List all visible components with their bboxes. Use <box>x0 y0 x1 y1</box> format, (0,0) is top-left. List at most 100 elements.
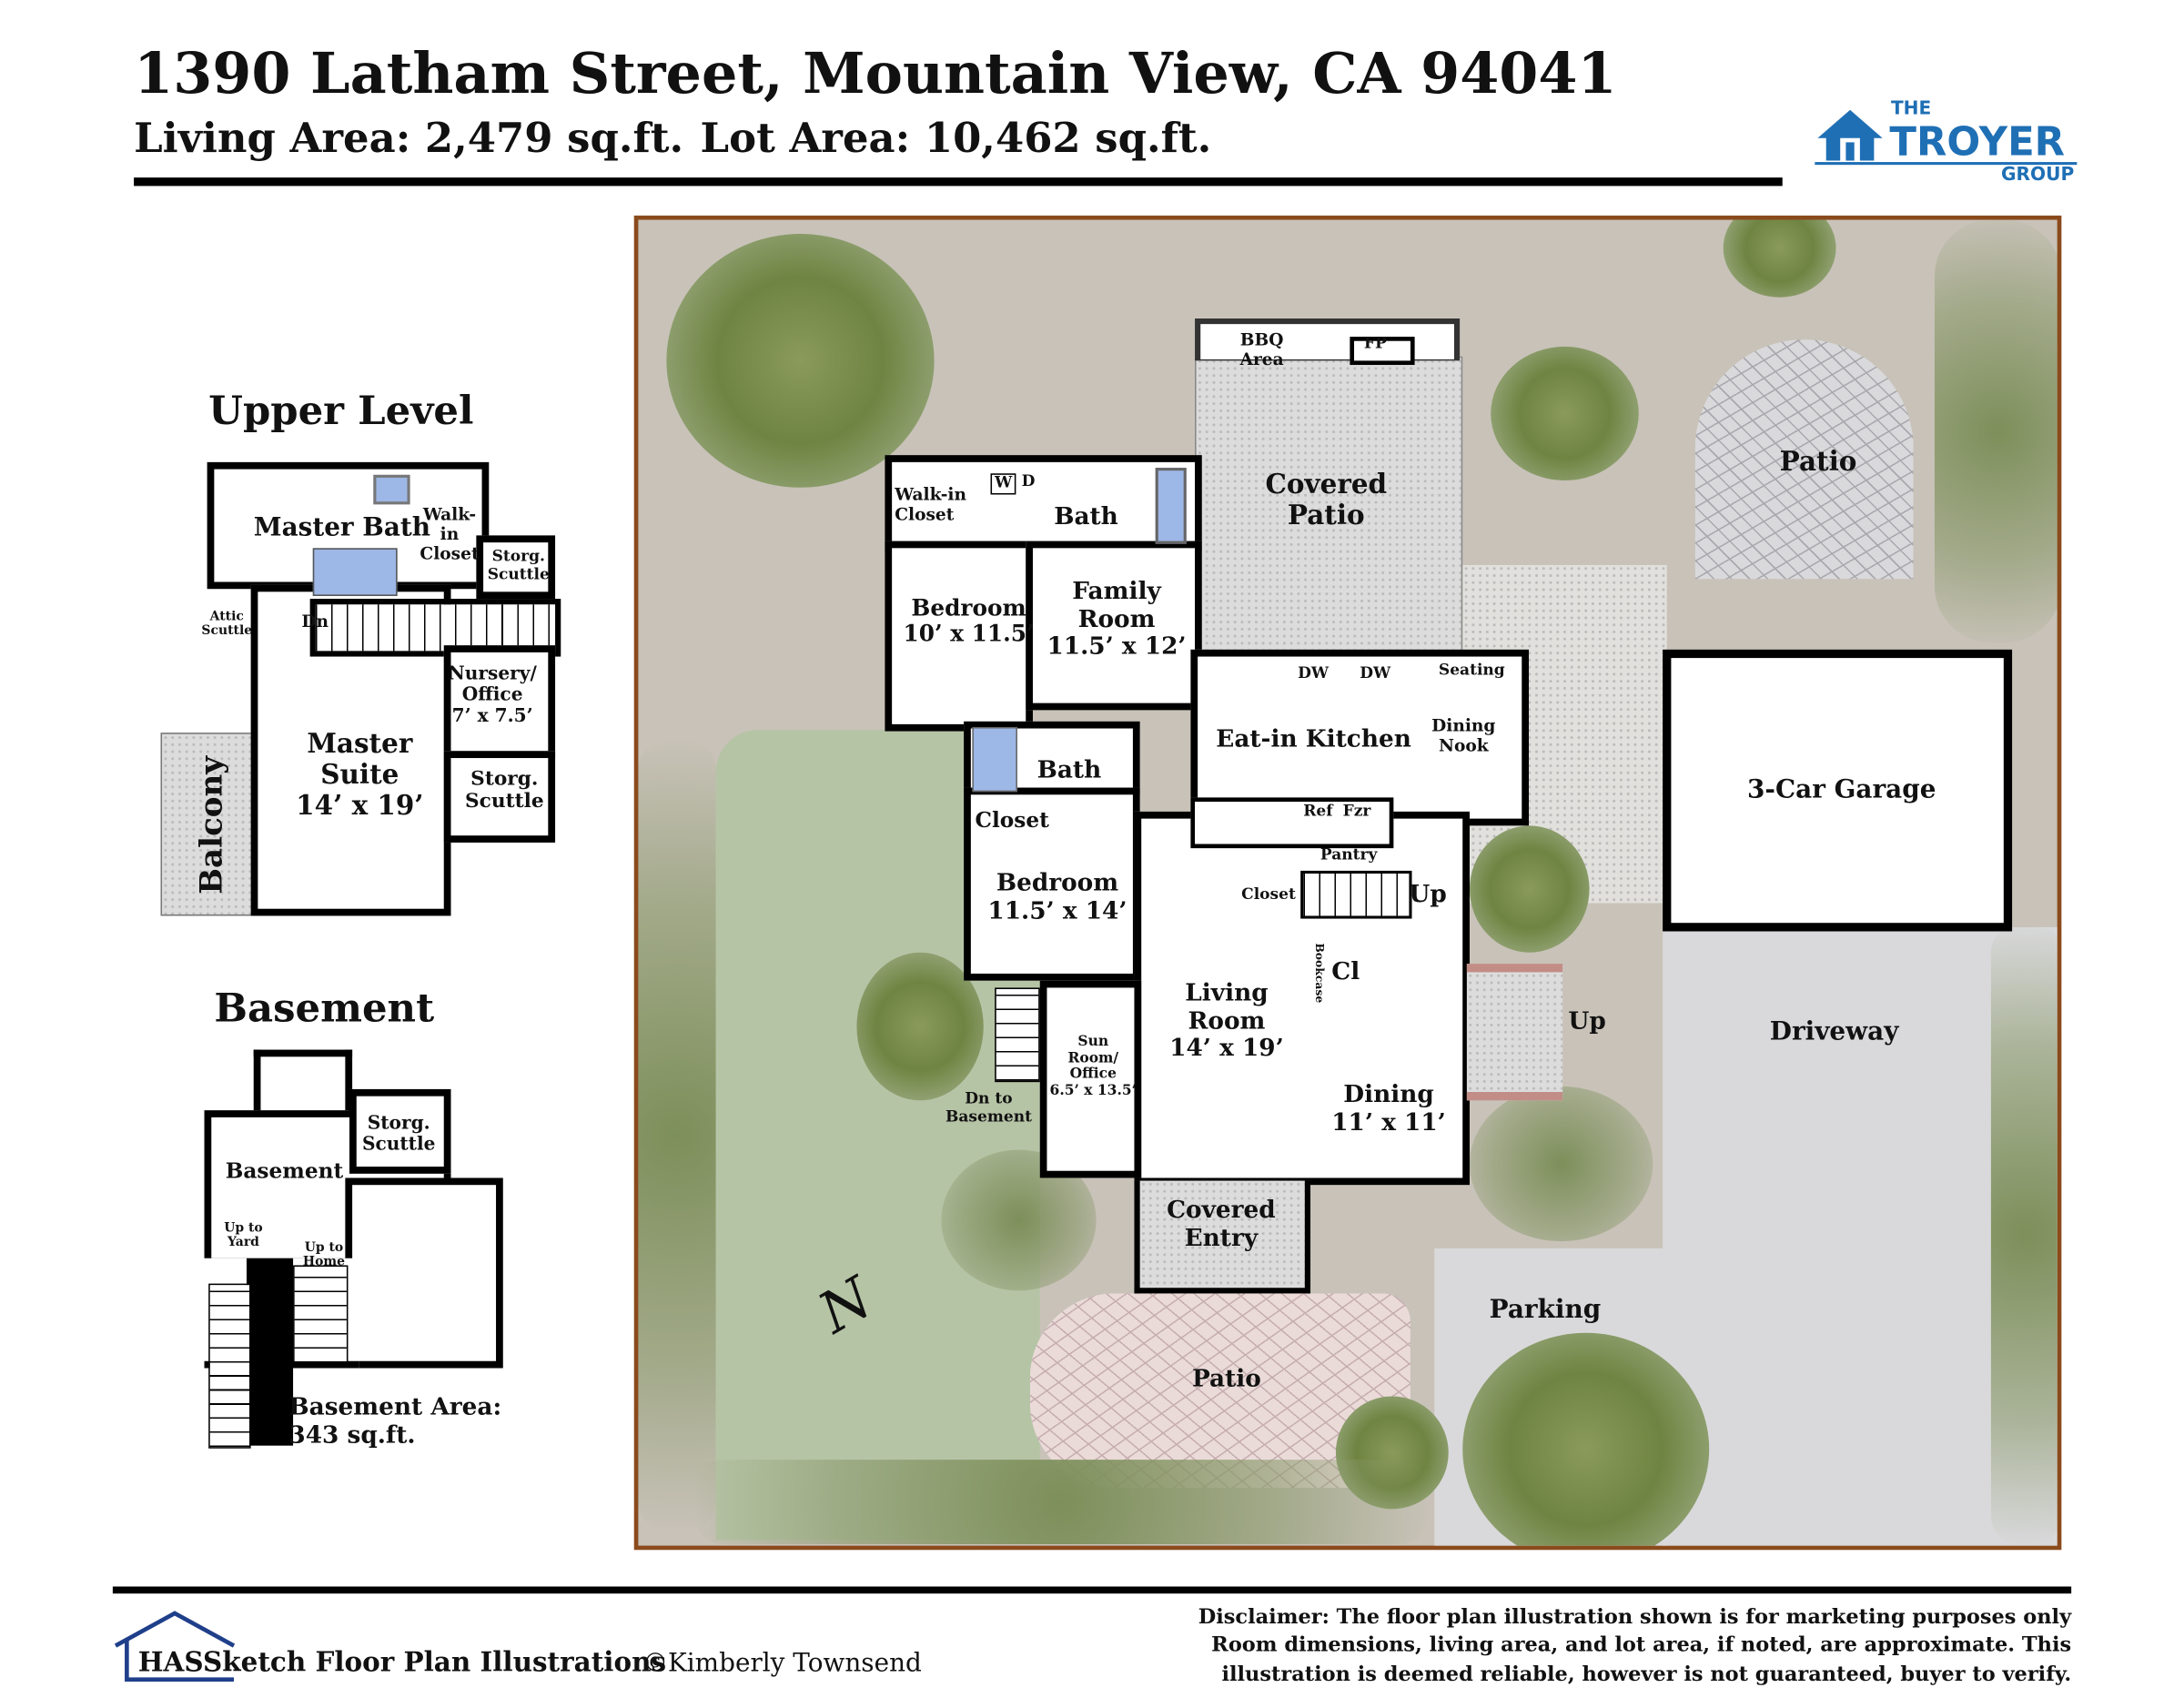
sun-room-label: Sun Room/ Office 6.5’ x 13.5’ <box>1049 1034 1138 1098</box>
basement-lower <box>345 1177 503 1369</box>
front-patio-label: Patio <box>1191 1365 1261 1394</box>
troyer-logo: THE TROYER GROUP <box>1815 98 2078 187</box>
living-room-label: Living Room 14’ x 19’ <box>1169 979 1284 1063</box>
nursery-label: Nursery/ Office 7’ x 7.5’ <box>448 663 537 727</box>
bedroom-2-label: Bedroom 11.5’ x 14’ <box>987 869 1127 925</box>
tree <box>666 234 935 488</box>
logo-rule <box>1815 162 2078 166</box>
up-to-yard-label: Up to Yard <box>224 1221 263 1250</box>
site-plan: BBQ Area FP Covered Patio Patio Walk-in … <box>633 215 2062 1551</box>
fireplace <box>1350 337 1415 366</box>
footer-rule <box>112 1586 2072 1594</box>
closet-label: Closet <box>975 807 1049 834</box>
disclaimer-line: Disclaimer: The floor plan illustration … <box>1198 1604 2072 1629</box>
bath-2-label: Bath <box>1036 756 1102 785</box>
shower-1 <box>1155 468 1187 544</box>
dn-basement-label: Dn to Basement <box>945 1088 1032 1126</box>
basement-plan: Basement Storg. Scuttle Up to Yard Up to… <box>204 1046 508 1455</box>
tree <box>1469 825 1590 953</box>
covered-entry <box>1134 1180 1311 1294</box>
header-rule <box>134 177 1783 187</box>
balcony-label: Balcony <box>193 755 230 894</box>
garage <box>1663 649 2013 932</box>
tree <box>856 952 984 1101</box>
tree <box>1491 346 1639 481</box>
master-bath-label: Master Bath <box>253 512 431 543</box>
garage-label: 3-Car Garage <box>1747 774 1936 805</box>
basement-storg <box>349 1088 451 1174</box>
tub <box>373 474 410 505</box>
shrub-bed <box>638 741 716 1531</box>
disclaimer-line: Room dimensions, living area, and lot ar… <box>1211 1632 2072 1657</box>
covered-patio <box>1195 356 1463 659</box>
ref-label: Ref <box>1303 802 1333 821</box>
walkin-closet-label: Walk-in Closet <box>895 484 966 524</box>
counter <box>1190 797 1394 849</box>
footer-brand: HASSketch Floor Plan Illustrations <box>137 1647 667 1679</box>
bookcase-label: Bookcase <box>1312 943 1328 1004</box>
bedroom-1-label: Bedroom 10’ x 11.5’ <box>903 594 1035 648</box>
bbq-area <box>1195 318 1461 361</box>
dn-label: Dn <box>301 611 329 632</box>
bath-1-label: Bath <box>1054 502 1118 531</box>
family-room-label: Family Room 11.5’ x 12’ <box>1046 577 1187 662</box>
basement-label: Basement <box>225 1157 344 1184</box>
kitchen-stairs <box>1300 870 1412 919</box>
dryer-label: D <box>1021 471 1036 490</box>
footer-copyright: ©Kimberly Townsend <box>642 1648 922 1679</box>
page-title: 1390 Latham Street, Mountain View, CA 94… <box>134 40 1617 107</box>
dw-label-1: DW <box>1298 663 1329 682</box>
patio-top-area <box>1694 339 1914 580</box>
kitchen-label: Eat-in Kitchen <box>1216 725 1411 754</box>
driveway-label: Driveway <box>1769 1016 1899 1047</box>
basement-wall <box>246 1258 294 1446</box>
attic-scuttle-label: Attic Scuttle <box>201 610 253 639</box>
seating-label: Seating <box>1438 661 1505 680</box>
patio-top-label: Patio <box>1779 446 1857 478</box>
shower-2 <box>972 726 1017 793</box>
logo-group: GROUP <box>2000 165 2075 187</box>
dining-nook-label: Dining Nook <box>1431 715 1496 755</box>
walkin-label: Walk- in Closet <box>420 504 480 563</box>
storg-label-2: Storg. Scuttle <box>464 767 544 814</box>
nursery-office <box>443 645 556 759</box>
sun-room <box>1039 980 1142 1178</box>
storg-label-1: Storg. Scuttle <box>487 546 550 583</box>
shrub-bed <box>694 1460 1428 1545</box>
basement-stairs <box>995 987 1040 1083</box>
cl-label: Cl <box>1331 957 1360 986</box>
basement-storg-label: Storg. Scuttle <box>361 1113 436 1156</box>
shower <box>312 548 398 596</box>
balcony <box>160 733 257 916</box>
pantry-label: Pantry <box>1320 845 1378 864</box>
bbq-label: BBQ Area <box>1239 329 1284 369</box>
lot-area: Lot Area: 10,462 sq.ft. <box>700 114 1212 163</box>
up-to-home-label: Up to Home <box>302 1241 345 1270</box>
stairs-to-home <box>293 1265 349 1364</box>
bedroom-1 <box>885 541 1033 732</box>
upper-level-plan: Balcony Master Bath Walk- in Closet Stor… <box>155 458 563 923</box>
master-suite-label: Master Suite 14’ x 19’ <box>296 728 424 822</box>
dw-label-2: DW <box>1360 663 1391 682</box>
bedroom-2 <box>964 787 1140 981</box>
hassketch-house-icon <box>114 1611 236 1683</box>
tree <box>1723 219 1836 298</box>
upper-level-title: Upper Level <box>208 387 474 434</box>
storage-scuttle-1 <box>476 535 556 600</box>
logo-the: THE <box>1890 98 1932 120</box>
living-area: Living Area: 2,479 sq.ft. <box>134 114 684 163</box>
shrub-bed <box>1469 1086 1653 1242</box>
kitchen-closet-label: Closet <box>1241 884 1296 904</box>
up-label-2: Up <box>1568 1007 1606 1036</box>
parking-label: Parking <box>1489 1294 1602 1325</box>
covered-entry-label: Covered Entry <box>1167 1196 1276 1252</box>
family-room <box>1026 541 1202 711</box>
kitchen <box>1190 649 1530 826</box>
stairs-to-yard <box>208 1283 251 1449</box>
washer-label: W <box>990 473 1016 494</box>
shrub-bed <box>1990 924 2058 1545</box>
house-logo-icon <box>1817 109 1883 161</box>
disclaimer-line: illustration is deemed reliable, however… <box>1221 1663 2072 1687</box>
shrub-bed <box>1934 219 2058 643</box>
up-label-1: Up <box>1409 880 1447 909</box>
